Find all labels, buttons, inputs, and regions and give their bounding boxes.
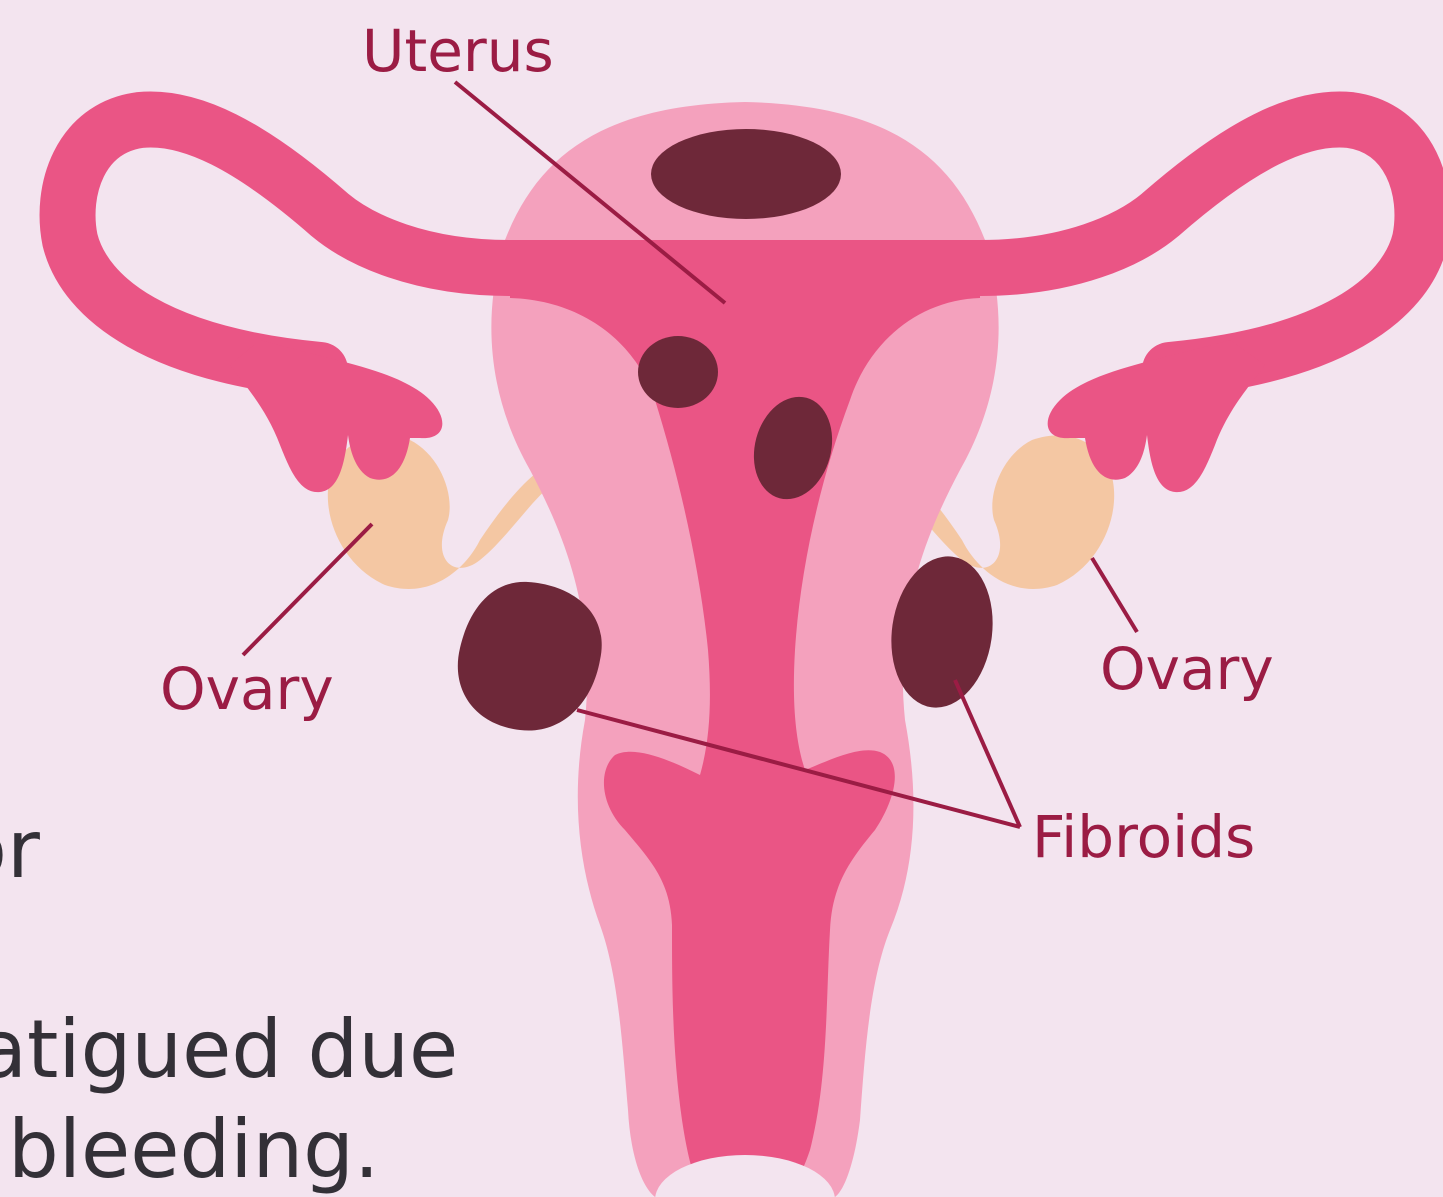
fibroid-right-leader-line — [955, 680, 1020, 827]
fibroid-lower-left — [458, 582, 602, 731]
ovary-right-label: Ovary — [1100, 640, 1274, 698]
uterus-label: Uterus — [362, 22, 554, 80]
body-text-line-2: atigued due — [0, 1010, 458, 1090]
left-ovary-leader-line — [243, 524, 372, 655]
right-ovary-leader-line — [1092, 558, 1137, 632]
ovary-left-label: Ovary — [160, 660, 334, 718]
fibroids-label: Fibroids — [1032, 808, 1255, 866]
fibroid-top — [651, 129, 841, 219]
body-text-line-3: bleeding. — [8, 1110, 379, 1190]
fibroid-upper-left — [638, 336, 718, 408]
body-text-line-1: or — [0, 810, 40, 890]
